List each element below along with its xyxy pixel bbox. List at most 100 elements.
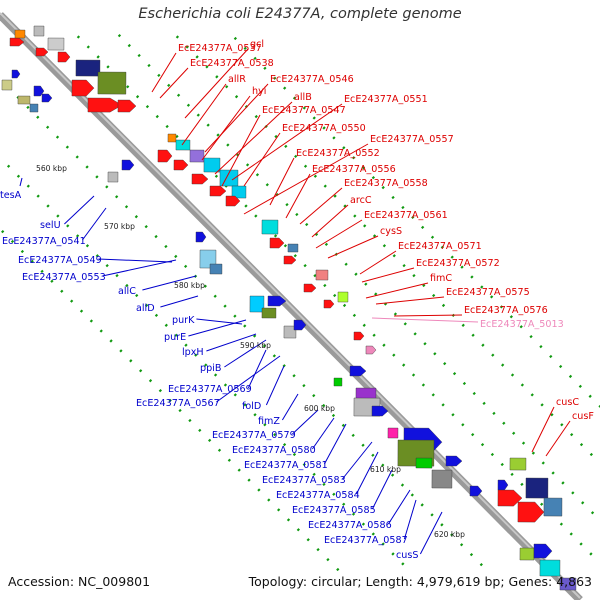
gene-feature (283, 255, 297, 265)
gene-arrow (469, 485, 483, 497)
tick-mark (490, 295, 494, 299)
gene-block (387, 427, 399, 439)
tick-mark (401, 205, 405, 210)
gene-block (519, 547, 535, 561)
label-connector (214, 101, 293, 175)
page-title: Escherichia coli E24377A, complete genom… (138, 6, 462, 22)
gene-feature (371, 405, 389, 417)
gene-arrow (445, 455, 463, 467)
tick-mark (203, 284, 207, 288)
tick-mark (374, 292, 378, 296)
tick-mark (137, 53, 141, 58)
kbp-tick-label: 600 kbp (304, 404, 335, 413)
tick-mark (55, 135, 60, 139)
tick-mark (382, 343, 386, 347)
tick-mark (36, 194, 40, 198)
tick-mark (326, 557, 330, 562)
tick-mark (312, 472, 316, 477)
tick-mark (126, 85, 130, 89)
tick-mark (85, 244, 90, 248)
tick-mark (422, 283, 426, 288)
tick-mark (254, 114, 258, 119)
tick-mark (303, 264, 307, 268)
gene-block (431, 469, 453, 489)
gene-arrow (173, 159, 189, 171)
tick-mark (363, 224, 367, 228)
tick-mark (443, 362, 447, 366)
gene-feature (225, 195, 241, 207)
gene-block (333, 377, 343, 387)
tick-mark (530, 393, 534, 397)
gene-feature (539, 559, 561, 577)
gene-block (47, 37, 65, 51)
tick-mark (188, 418, 192, 423)
gene-feature (33, 25, 45, 37)
tick-mark (581, 501, 585, 505)
label-connector (221, 114, 261, 187)
gene-arrow (33, 85, 45, 97)
gene-label-plus: EcE24377A_0575 (446, 287, 530, 298)
tick-mark (539, 344, 543, 349)
tick-mark (277, 508, 281, 512)
tick-mark (144, 303, 149, 308)
tick-mark (540, 403, 544, 407)
tick-mark (410, 493, 414, 497)
tick-mark (174, 254, 178, 259)
tick-mark (198, 428, 202, 433)
gene-label-minus: EcE24377A_0587 (324, 535, 408, 546)
gene-feature (209, 263, 223, 275)
tick-mark (331, 413, 336, 418)
tick-mark (450, 533, 454, 537)
tick-mark (174, 333, 178, 337)
tick-mark (480, 442, 485, 447)
gene-label-plus: EcE24377A_0547 (262, 105, 346, 116)
tick-mark (273, 433, 277, 437)
tick-mark (214, 174, 219, 178)
gene-label-minus: EcE24377A_0581 (244, 460, 328, 471)
tick-mark (471, 433, 475, 437)
tick-mark (233, 36, 238, 41)
gene-feature (29, 103, 39, 113)
label-connector (285, 173, 311, 219)
tick-mark (479, 562, 483, 567)
tick-mark (255, 173, 260, 177)
gene-label-minus: lpxH (182, 347, 204, 358)
tick-mark (509, 315, 513, 319)
label-connector (224, 339, 267, 368)
gene-label-plus: EcE24377A_0546 (270, 74, 354, 85)
tick-mark (324, 242, 329, 247)
tick-mark (342, 146, 346, 150)
tick-mark (134, 215, 138, 219)
gene-feature (17, 95, 31, 105)
gene-block (231, 185, 247, 199)
gene-block (33, 25, 45, 37)
tick-mark (561, 481, 565, 485)
tick-mark (75, 155, 79, 159)
tick-mark (195, 55, 199, 59)
tick-mark (115, 195, 119, 199)
label-connector (359, 250, 397, 275)
gene-feature (333, 377, 343, 387)
gene-block (75, 59, 101, 77)
tick-mark (292, 96, 297, 100)
tick-mark (371, 453, 375, 457)
gene-feature (173, 159, 189, 171)
tick-mark (223, 383, 228, 387)
tick-mark (233, 314, 237, 318)
label-connector (81, 207, 107, 241)
tick-mark (450, 255, 454, 259)
gene-arrow (497, 479, 509, 491)
tick-mark (312, 393, 316, 398)
gene-block (189, 149, 205, 163)
tick-mark (213, 294, 217, 298)
gene-feature (97, 71, 127, 95)
tick-mark (226, 143, 230, 147)
kbp-tick-label: 560 kbp (36, 164, 67, 173)
gene-arrow (57, 51, 71, 63)
gene-label-plus: EcE24377A_0552 (296, 148, 380, 159)
tick-mark (501, 363, 505, 367)
tick-mark (253, 56, 257, 60)
tick-mark (480, 285, 484, 289)
tick-mark (117, 33, 122, 38)
gene-feature (33, 85, 45, 97)
